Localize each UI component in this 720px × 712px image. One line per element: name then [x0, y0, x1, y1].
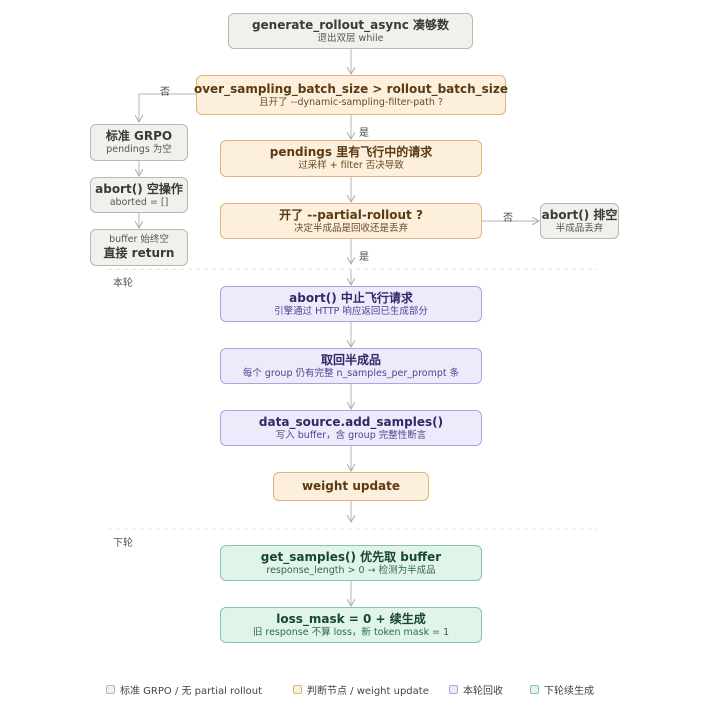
legend-item-standard: 标准 GRPO / 无 partial rollout [106, 682, 262, 697]
node-title: abort() 排空 [541, 207, 618, 222]
legend-label: 判断节点 / weight update [307, 686, 429, 697]
edge-label-no: 否 [503, 213, 513, 224]
node-subtitle: pendings 为空 [106, 144, 172, 155]
node-title: over_sampling_batch_size > rollout_batch… [193, 81, 509, 96]
node-title: abort() 中止飞行请求 [289, 290, 413, 305]
node-standard-grpo: 标准 GRPO pendings 为空 [90, 124, 188, 161]
section-label-next-round: 下轮 [113, 538, 133, 549]
node-subtitle: 引擎通过 HTTP 响应返回已生成部分 [274, 305, 428, 317]
node-title: get_samples() 优先取 buffer [260, 549, 442, 564]
node-subtitle: buffer 始终空 [109, 234, 169, 245]
legend-label: 本轮回收 [463, 686, 503, 697]
legend-swatch [293, 685, 302, 694]
node-title: abort() 空操作 [95, 181, 183, 196]
node-subtitle: 半成品丢弃 [555, 222, 604, 234]
node-title: 取回半成品 [320, 352, 381, 367]
node-abort-inflight: abort() 中止飞行请求 引擎通过 HTTP 响应返回已生成部分 [220, 286, 482, 322]
node-title: weight update [301, 479, 401, 493]
edge-label-yes: 是 [359, 252, 369, 263]
node-partial-rollout-check: 开了 --partial-rollout ? 决定半成品是回收还是丢弃 [220, 203, 482, 239]
legend-item-continue: 下轮续生成 [530, 682, 594, 697]
legend-item-recycle: 本轮回收 [449, 682, 503, 697]
legend-swatch [449, 685, 458, 694]
node-retrieve-partial: 取回半成品 每个 group 仍有完整 n_samples_per_prompt… [220, 348, 482, 384]
node-title: data_source.add_samples() [258, 414, 444, 429]
node-subtitle: 决定半成品是回收还是丢弃 [293, 222, 408, 234]
node-abort-noop: abort() 空操作 aborted = [] [90, 177, 188, 213]
legend-swatch [106, 685, 115, 694]
node-title: 标准 GRPO [105, 129, 173, 143]
node-subtitle: 每个 group 仍有完整 n_samples_per_prompt 条 [242, 367, 460, 379]
node-check-batch: over_sampling_batch_size > rollout_batch… [193, 75, 509, 115]
node-start: generate_rollout_async 凑够数 退出双层 while [228, 13, 473, 49]
node-subtitle: 过采样 + filter 否决导致 [298, 160, 404, 171]
node-subtitle: aborted = [] [109, 196, 169, 208]
node-title: generate_rollout_async 凑够数 [251, 17, 450, 32]
node-loss-mask: loss_mask = 0 + 续生成 旧 response 不算 loss，新… [220, 607, 482, 643]
node-abort-discard: abort() 排空 半成品丢弃 [540, 203, 619, 239]
node-add-samples: data_source.add_samples() 写入 buffer，含 gr… [220, 410, 482, 446]
node-get-samples: get_samples() 优先取 buffer response_length… [220, 545, 482, 581]
node-subtitle: 旧 response 不算 loss，新 token mask = 1 [252, 626, 450, 638]
edge-label-no: 否 [160, 87, 170, 98]
node-subtitle: response_length > 0 → 检测为半成品 [266, 564, 436, 576]
node-title: 直接 return [103, 246, 175, 260]
node-title: pendings 里有飞行中的请求 [269, 145, 433, 159]
legend-item-decision: 判断节点 / weight update [293, 682, 429, 697]
node-title: loss_mask = 0 + 续生成 [276, 611, 426, 626]
node-subtitle: 且开了 --dynamic-sampling-filter-path ? [259, 96, 443, 108]
legend-label: 标准 GRPO / 无 partial rollout [120, 686, 262, 697]
node-title: 开了 --partial-rollout ? [279, 207, 423, 222]
section-label-this-round: 本轮 [113, 278, 133, 289]
edge-label-yes: 是 [359, 128, 369, 139]
node-weight-update: weight update [273, 472, 429, 501]
node-pendings: pendings 里有飞行中的请求 过采样 + filter 否决导致 [220, 140, 482, 177]
legend-swatch [530, 685, 539, 694]
edge-check-no-to-standard [139, 93, 196, 122]
node-subtitle: 写入 buffer，含 group 完整性断言 [275, 429, 427, 441]
legend-label: 下轮续生成 [544, 686, 594, 697]
node-subtitle: 退出双层 while [317, 32, 384, 44]
node-direct-return: buffer 始终空 直接 return [90, 229, 188, 266]
